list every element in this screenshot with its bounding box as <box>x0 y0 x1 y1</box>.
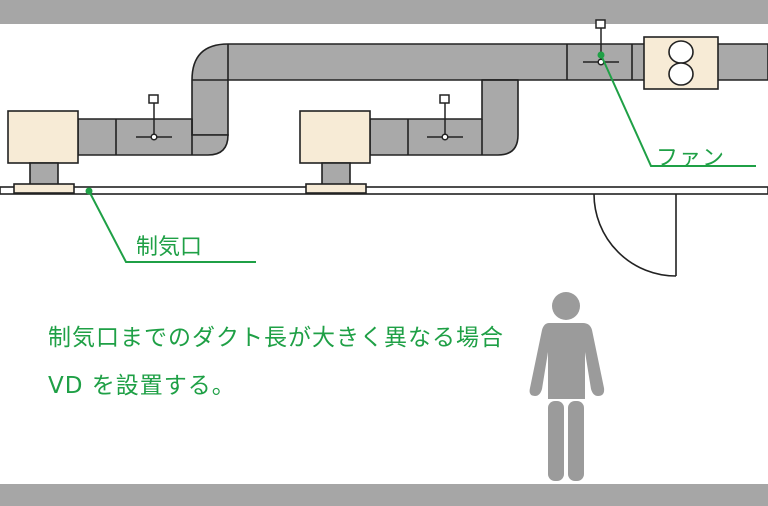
fan-icon <box>643 36 719 90</box>
air-outlet-right <box>299 110 371 194</box>
air-outlet-left <box>7 110 79 194</box>
description-line-2: VD を設置する。 <box>48 373 236 399</box>
floor-slab <box>0 484 768 506</box>
fan-label: ファン <box>656 146 726 171</box>
outlet-label: 制気口 <box>136 235 203 260</box>
damper-icon <box>427 94 463 141</box>
person-icon <box>529 292 605 481</box>
outlet-callout <box>85 187 256 263</box>
branch-duct-right <box>369 79 519 156</box>
ceiling-board <box>0 186 768 195</box>
description-line-1: 制気口までのダクト長が大きく異なる場合 <box>48 325 504 351</box>
damper-icon <box>136 94 172 141</box>
fan-callout <box>597 51 756 167</box>
ceiling-slab <box>0 0 768 24</box>
door-icon <box>593 193 677 277</box>
